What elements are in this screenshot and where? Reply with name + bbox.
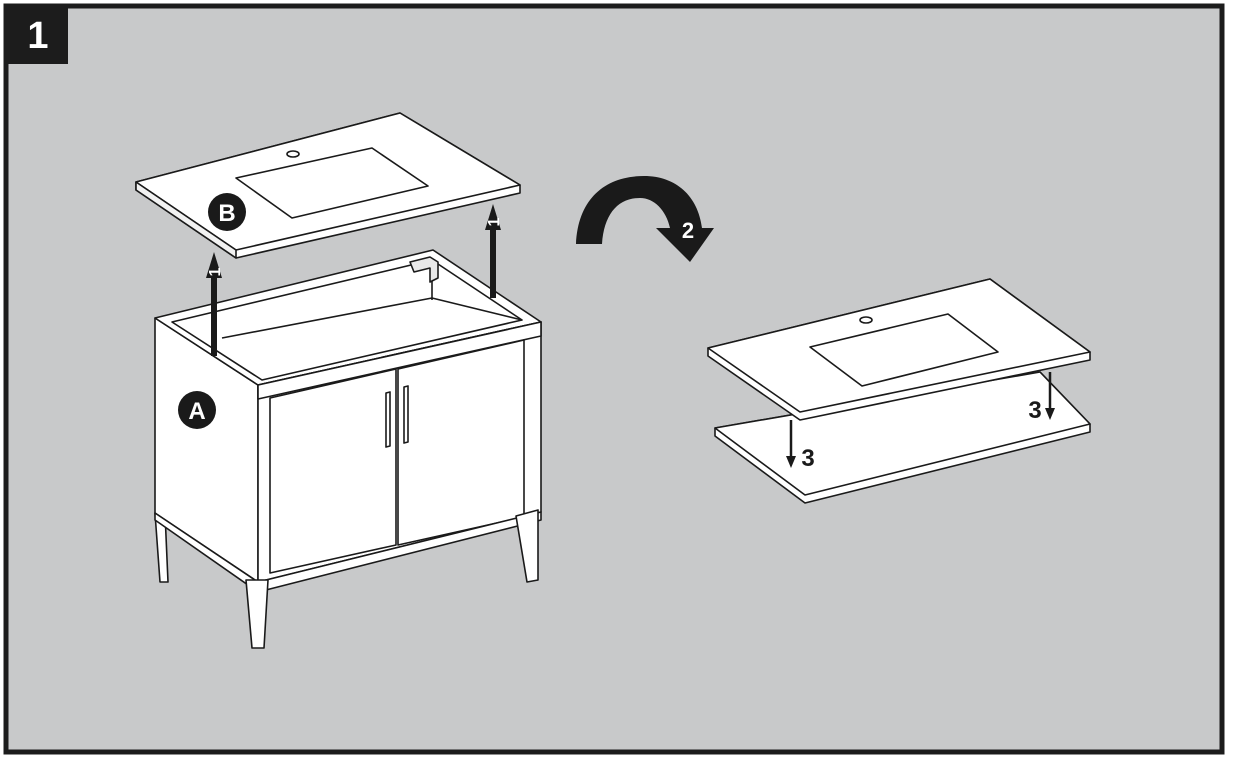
part-label-a: A [178, 391, 216, 429]
lower-arrow-left [786, 420, 796, 468]
lift-arrow-left [206, 252, 222, 356]
step-number-badge: 1 [8, 8, 68, 64]
countertop-flipped [707, 278, 1091, 504]
vanity-cabinet [154, 249, 542, 649]
flip-arrow [576, 176, 714, 262]
lower-arrow-right [1045, 372, 1055, 420]
lift-step-label-right: 1 [486, 217, 503, 226]
lift-step-label-left: 1 [207, 267, 224, 276]
lift-arrow-right [485, 204, 501, 298]
svg-text:B: B [218, 200, 235, 227]
svg-text:A: A [188, 398, 205, 425]
lower-step-label-right: 3 [1028, 397, 1041, 424]
flip-step-label: 2 [682, 218, 694, 243]
lower-step-label-left: 3 [801, 445, 814, 472]
part-label-b: B [208, 193, 246, 231]
